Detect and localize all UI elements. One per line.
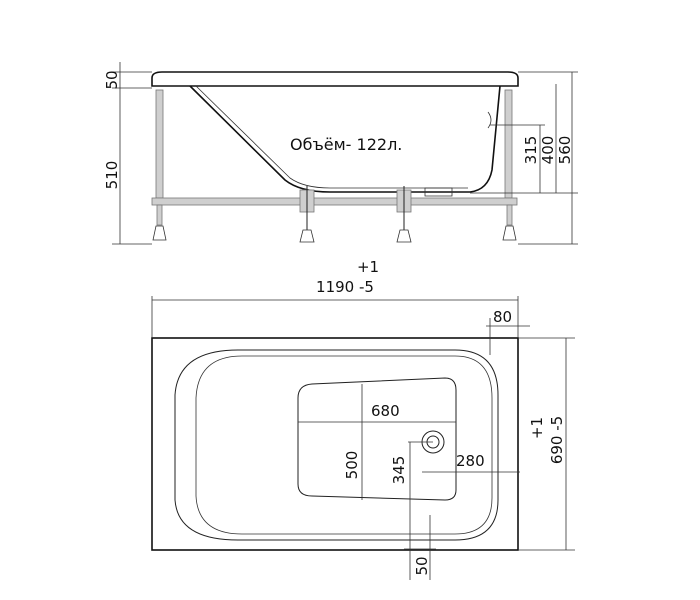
width-tolerance-upper: +1 <box>528 417 546 439</box>
tub-basin <box>174 349 499 541</box>
drain-outlet <box>424 187 453 197</box>
dim-drain-end <box>408 441 520 473</box>
length-tolerance-upper: +1 <box>357 258 379 276</box>
bottom-width-value: 500 <box>343 451 361 480</box>
adjustable-foot-center-right <box>396 186 412 243</box>
length-value: 1190 -5 <box>316 278 374 296</box>
drain-from-wall-value: 345 <box>390 456 408 485</box>
bottom-length-value: 680 <box>371 402 400 420</box>
tub-bottom <box>297 377 457 501</box>
dim-depth: 315 <box>522 136 540 165</box>
dim-right <box>470 71 578 245</box>
adjustable-foot-right <box>502 204 517 241</box>
dim-left <box>112 62 152 245</box>
top-view: +1 1190 -5 80 680 500 280 345 50 <box>151 258 575 580</box>
tub-basin-inner <box>195 355 493 535</box>
dim-total-height: 560 <box>556 136 574 165</box>
dim-rim-height: 50 <box>103 70 121 89</box>
dim-bottom-length <box>298 384 456 500</box>
adjustable-foot-center-left <box>299 186 315 243</box>
dim-rim-offset <box>486 318 530 355</box>
dim-drain-wall <box>404 442 436 580</box>
rim-offset-value: 80 <box>493 308 512 326</box>
width-value: 690 -5 <box>548 416 566 464</box>
side-view: Объём- 122л. 50 510 315 400 560 <box>103 62 578 245</box>
tub-rim <box>151 71 519 87</box>
frame-leg-right <box>504 89 513 199</box>
frame-leg-left <box>155 89 164 199</box>
frame-bar <box>151 197 518 206</box>
tub-outline <box>151 337 519 551</box>
adjustable-foot-left <box>152 204 167 241</box>
dim-body-height: 510 <box>103 161 121 190</box>
volume-label: Объём- 122л. <box>290 135 402 154</box>
bottom-offset-value: 50 <box>413 556 431 575</box>
dim-width <box>518 337 575 551</box>
dim-length <box>151 296 519 338</box>
tub-inner-line <box>195 85 468 189</box>
overflow-outlet <box>487 111 492 129</box>
dim-inner-height: 400 <box>539 136 557 165</box>
drain-from-end-value: 280 <box>456 452 485 470</box>
